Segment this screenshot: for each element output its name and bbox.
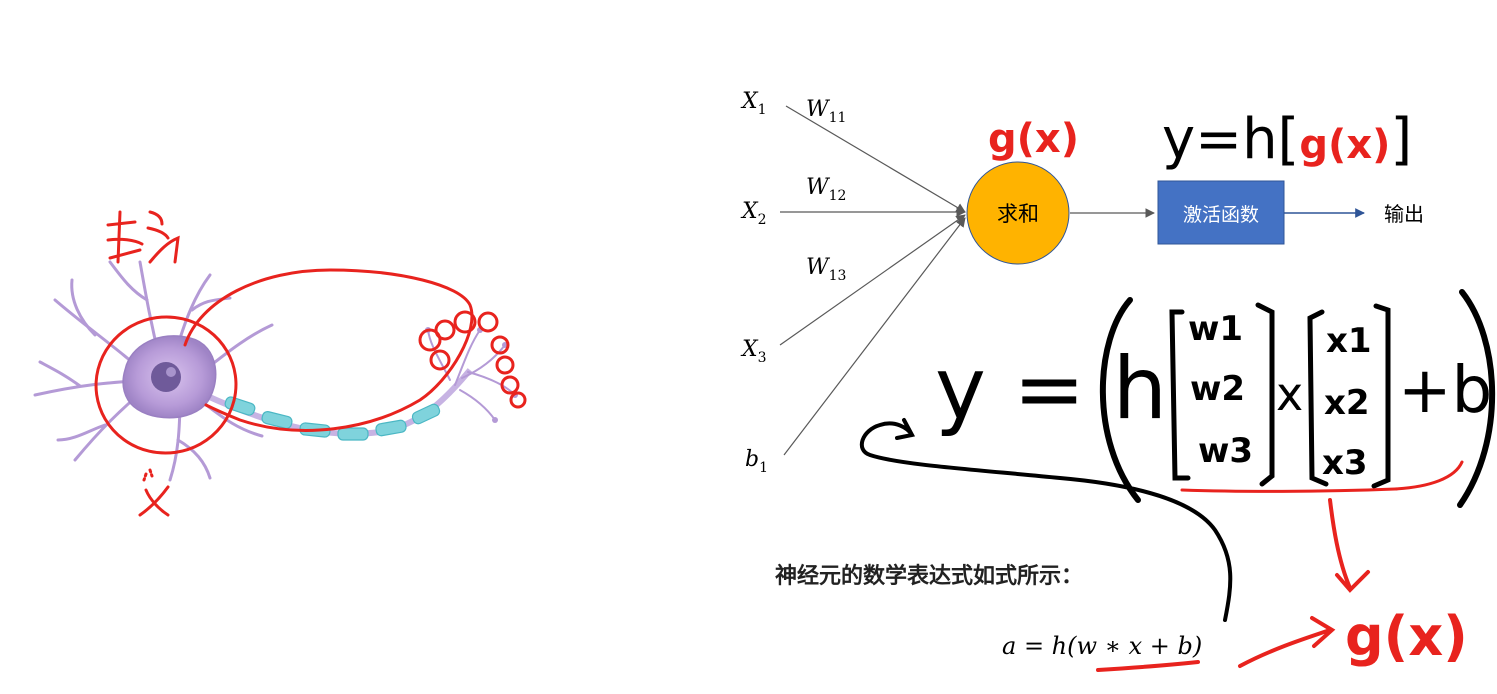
neuron-cjk-note: 节点 bbox=[110, 250, 112, 253]
weight-w12-label: W12 bbox=[806, 175, 846, 204]
weight-w13-label: W13 bbox=[806, 255, 846, 284]
caption-formula: a = h(w ∗ x + b) bbox=[1002, 632, 1202, 660]
edge-x3 bbox=[780, 215, 965, 345]
input-x2-label: X2 bbox=[740, 199, 767, 228]
matrix-w3: w3 bbox=[1198, 431, 1253, 471]
sum-node: 求和 bbox=[967, 162, 1069, 264]
matrix-x3: x3 bbox=[1322, 443, 1368, 483]
terminal-scribbles bbox=[420, 312, 525, 407]
matrix-w1: w1 bbox=[1188, 309, 1243, 349]
input-b1-label: b1 bbox=[745, 447, 768, 476]
red-arrow-to-gx bbox=[1240, 618, 1332, 666]
gx-bottom-annotation: g(x) bbox=[1345, 605, 1468, 668]
matrix-eq-prefix: y = h bbox=[935, 339, 1167, 439]
activation-node-label: 激活函数 bbox=[1183, 204, 1259, 226]
nucleus bbox=[151, 362, 181, 392]
matrix-plus-b: +b bbox=[1398, 354, 1492, 428]
biological-neuron-illustration bbox=[35, 262, 518, 480]
neuron-x-note: X bbox=[145, 514, 146, 516]
output-label: 输出 bbox=[1384, 202, 1424, 226]
matrix-x2: x2 bbox=[1324, 383, 1370, 423]
input-x1-label: X1 bbox=[740, 89, 767, 118]
y-equals-h-annotation: y=h[g(x)] bbox=[1162, 107, 1412, 172]
input-x3-label: X3 bbox=[740, 337, 767, 366]
red-down-arrow bbox=[1330, 500, 1368, 590]
matrix-x1: x1 bbox=[1326, 321, 1372, 361]
activation-node: 激活函数 bbox=[1158, 181, 1284, 244]
caption-title: 神经元的数学表达式如式所示： bbox=[775, 563, 1083, 589]
matrix-w2: w2 bbox=[1190, 369, 1245, 409]
weight-w11-label: W11 bbox=[806, 97, 846, 126]
soma bbox=[123, 336, 216, 418]
sum-node-label: 求和 bbox=[997, 202, 1039, 226]
gx-top-annotation: g(x) bbox=[988, 116, 1079, 162]
red-underline-formula bbox=[1098, 662, 1198, 670]
matrix-times: x bbox=[1276, 367, 1303, 421]
